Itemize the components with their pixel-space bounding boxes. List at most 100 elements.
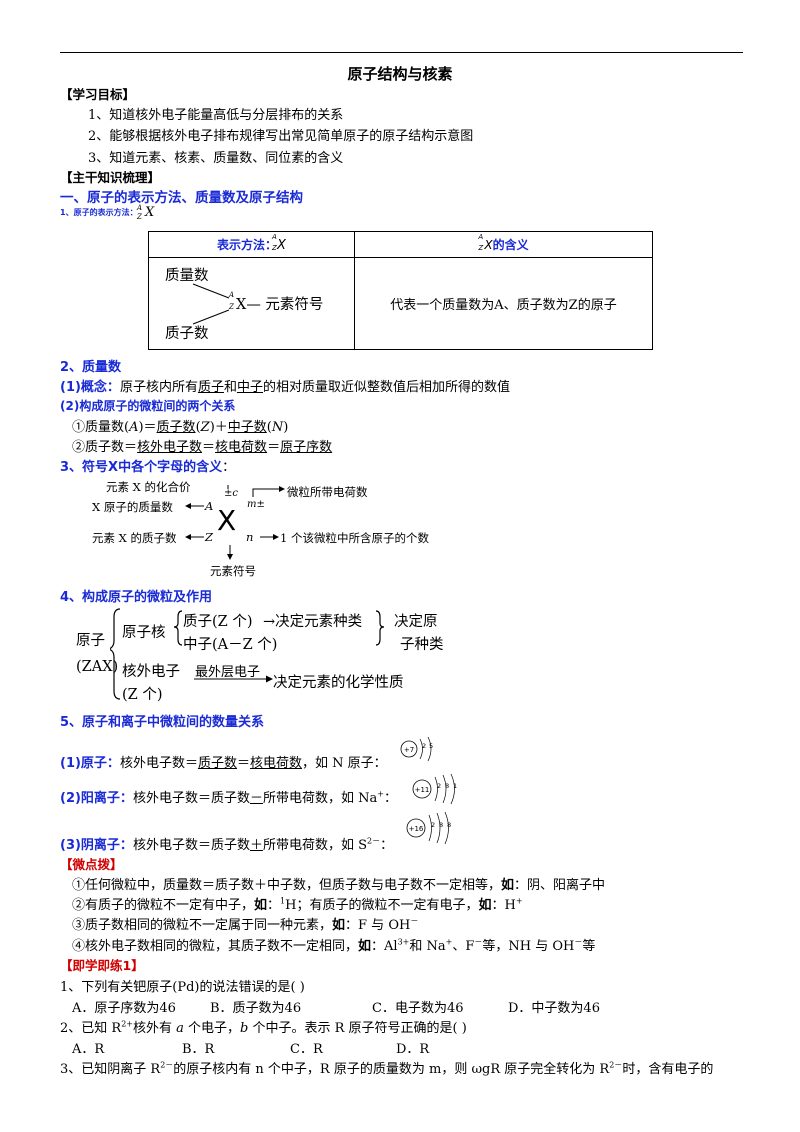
proton-item: 质子(Z 个) [183,614,253,630]
tip-sup: 3+ [397,937,410,947]
mass-label: X 原子的质量数 [92,500,173,514]
tip-ru: 如 [478,898,492,913]
tip-sup: － [574,937,583,947]
tip-4: ④核外电子数相同的微粒，其质子数不一定相同，如：Al3+和 Na+、F－等，NH… [72,935,595,954]
head-right-label: 的含义 [492,238,529,252]
section3-arrows [185,485,285,560]
table-meaning-cell: 代表一个质量数为A、质子数为Z的原子 [354,257,653,350]
s5-part: 核外电子数＝质子数 [132,791,250,806]
na-nucleus: +11 [415,786,430,794]
section3-colon: ： [222,460,236,475]
s5-part: 质子数 [197,756,237,771]
question-3: 3、已知阴离子 R2－的原子核内有 n 个中子，R 原子的质量数为 m，则 ωg… [60,1058,713,1077]
goal-item-1: 1、知道核外电子能量高低与分层排布的关系 [88,108,344,123]
neutron-item: 中子(A－Z 个) [183,637,278,653]
section3-heading-line: 3、符号X中各个字母的含义： [60,456,235,475]
tip-part: H；有质子的微粒不一定有电子， [285,898,479,913]
proton-number-label: 质子数 [165,326,209,342]
tip-part: ①任何微粒中，质量数＝质子数＋中子数，但质子数与电子数不一定相等， [72,878,502,893]
tip-ru: 如 [332,918,346,933]
letter-m-pm: m± [247,499,265,510]
s-shell-3: 8 [447,821,451,829]
question-1: 1、下列有关钯原子(Pd)的说法错误的是( ) [60,980,305,995]
q2-option-d[interactable]: D．R [396,1042,430,1057]
concept-proton: 质子 [197,380,224,395]
rel-part: ＝ [202,440,216,455]
na-ion-diagram: +11 2 8 1 [412,773,457,805]
nucleus-label: 原子核 [122,625,166,641]
section4-braces [110,608,385,700]
tip-part: 和 Na [409,939,446,954]
anion-relation: (3)阴离子：核外电子数＝质子数＋所带电荷数，如 S2－： [60,834,393,853]
na-shell-3: 1 [453,782,457,790]
atom-label: 原子 [76,633,105,649]
tip-part: ：H [491,898,516,913]
s5-part: ： [383,791,397,806]
tip-1: ①任何微粒中，质量数＝质子数＋中子数，但质子数与电子数不一定相等，如：阴、阳离子… [72,874,605,893]
tip-part: ④核外电子数相同的微粒，其质子数不一定相同， [72,939,359,954]
tip-part: ： [267,898,281,913]
q1-option-d[interactable]: D．中子数为46 [508,1001,600,1016]
tip-sup: + [515,896,523,906]
tip-part: 等，NH 与 OH [482,939,575,954]
head-left-A: A [272,233,277,241]
concept-part: 的相对质量取近似整数值后相加所得的数值 [263,380,511,395]
n-nucleus: +7 [404,746,414,754]
section1-subhead: 1、原子的表示方法： [60,208,138,217]
rel-part: ( [195,420,201,435]
rel-part: )＝ [138,420,157,435]
letter-Z: Z [205,530,213,544]
tips-tag: 【微点拨】 [60,857,123,872]
q1-option-c[interactable]: C．电子数为46 [372,1001,464,1016]
concept-line: (1)概念：原子核内所有质子和中子的相对质量取近似整数值后相加所得的数值 [60,376,510,395]
head-right-X: X [484,238,493,252]
q2-option-b[interactable]: B．R [182,1042,215,1057]
na-shell-2: 8 [445,782,449,790]
head-left-X: X [277,238,286,253]
q1-option-a[interactable]: A．原子序数为46 [72,1001,176,1016]
section5-heading: 5、原子和离子中微粒间的数量关系 [60,715,265,730]
relation-2: ②质子数＝核外电子数＝核电荷数＝原子序数 [72,436,332,455]
tip-sup: 1 [280,896,286,906]
q1-option-b[interactable]: B．质子数为46 [210,1001,302,1016]
rel-part: ②质子数＝ [72,440,138,455]
count-label: 1 个该微粒中所含原子的个数 [280,531,429,545]
charge-label: 微粒所带电荷数 [287,485,368,499]
q2-part: 2、已知 R [60,1021,122,1036]
head-right-A: A [478,233,484,241]
header-rule [60,52,743,53]
letter-pm-c: ±c [224,488,238,499]
question-2: 2、已知 R2+核外有 a 个电子，b 个中子。表示 R 原子符号正确的是( ) [60,1017,467,1036]
review-tag: 【主干知识梳理】 [60,170,161,185]
goal-item-3: 3、知道元素、核素、质量数、同位素的含义 [88,151,344,166]
s5-part: 核电荷数 [249,756,302,771]
s-ion-diagram: +16 2 8 8 [406,811,451,845]
s5-part: ，如 N 原子： [302,756,387,771]
relation-1: ①质量数(A)＝质子数(Z)＋中子数(N) [72,416,288,435]
tip-part: ③质子数相同的微粒不一定属于同一种元素， [72,918,333,933]
tip-part: ：阴、阳离子中 [514,878,606,893]
decide-chem: 决定元素的化学性质 [273,675,404,691]
symbol-description: X— 元素符号 [236,297,324,313]
q3-sup: 2－ [609,1060,623,1070]
rel-part: ①质量数( [72,420,130,435]
q2-option-c[interactable]: C．R [290,1042,323,1057]
electron-label: 核外电子 [122,664,180,680]
tip-part: ②有质子的微粒不一定有中子， [72,898,255,913]
tip-part: ：Al [371,939,398,954]
section1-heading: 一、原子的表示方法、质量数及原子结构 [60,190,303,206]
rel-part: Z [200,420,210,435]
big-X: X [217,504,237,537]
table-diagram-cell: 质量数 质子数 A Z X— 元素符号 [148,257,355,350]
q2-option-a[interactable]: A．R [72,1042,105,1057]
q3-part: 时，含有电子的 [622,1062,714,1077]
letter-n: n [246,530,254,544]
concept-neutron: 中子 [236,380,263,395]
s5-part: 所带电荷数，如 S [262,838,368,853]
q2-part: 个电子， [183,1021,241,1036]
